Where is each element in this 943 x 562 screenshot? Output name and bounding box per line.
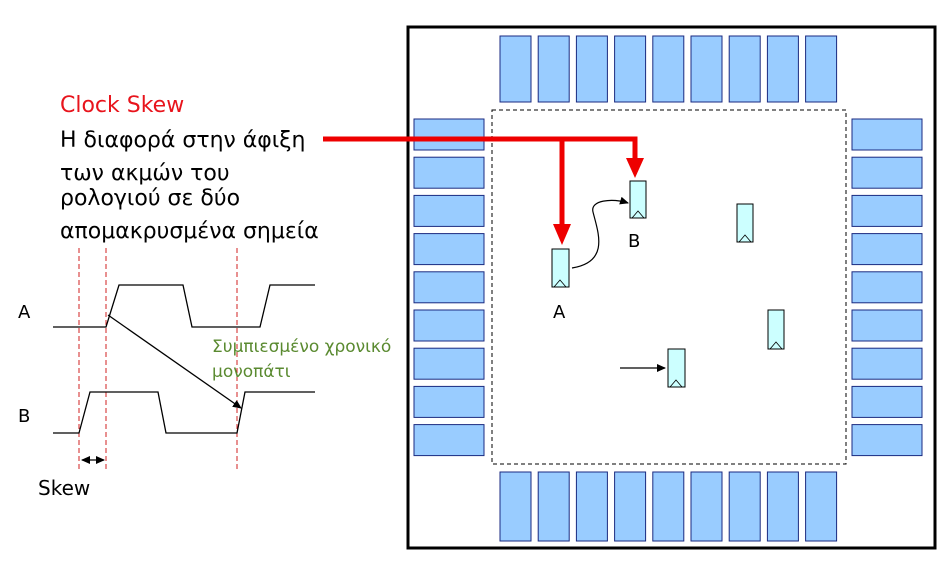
io-pad xyxy=(413,118,485,151)
io-pad xyxy=(413,271,485,304)
io-pad xyxy=(851,309,923,342)
io-pad xyxy=(413,233,485,266)
definition-line-2: των ακμών του xyxy=(60,161,230,186)
data-path-arrow xyxy=(571,196,629,269)
io-pad xyxy=(728,471,761,542)
register-a-label: A xyxy=(553,302,566,323)
io-pad xyxy=(851,118,923,151)
io-pad xyxy=(575,471,608,542)
signal-b-waveform xyxy=(53,391,315,434)
io-pad xyxy=(805,35,838,103)
chip-outline xyxy=(406,25,937,550)
definition-line-1: Η διαφορά στην άφιξη xyxy=(60,128,305,153)
io-pad xyxy=(537,471,570,542)
register-b xyxy=(629,180,647,219)
io-pad xyxy=(537,35,570,103)
io-pad xyxy=(413,347,485,380)
io-pad xyxy=(614,35,647,103)
io-pad xyxy=(652,471,685,542)
io-pad xyxy=(413,385,485,418)
timing-path-arrow xyxy=(107,314,242,409)
register xyxy=(667,348,686,388)
io-pad xyxy=(728,35,761,103)
definition-line-3: ρολογιού σε δύο xyxy=(60,186,240,211)
skew-label: Skew xyxy=(38,476,90,500)
register xyxy=(736,203,754,243)
io-pad xyxy=(690,35,723,103)
io-pad xyxy=(413,309,485,342)
definition-line-4: απομακρυσμένα σημεία xyxy=(60,219,319,244)
signal-b-label: B xyxy=(18,406,30,427)
compressed-path-line-1: Συμπιεσμένο χρονικό xyxy=(212,337,391,357)
core-area xyxy=(491,109,847,465)
io-pad xyxy=(690,471,723,542)
signal-a-waveform xyxy=(53,284,315,328)
io-pad xyxy=(851,194,923,227)
compressed-path-line-2: μονοπάτι xyxy=(212,362,291,382)
io-pad xyxy=(851,156,923,189)
io-pad xyxy=(766,471,799,542)
pads-bottom xyxy=(499,471,838,542)
register-b-label: B xyxy=(628,231,640,252)
io-pad xyxy=(652,35,685,103)
io-pad xyxy=(851,385,923,418)
register xyxy=(767,309,785,350)
timing-waveform: A B Συμπιεσμένο χρονικό μονοπάτι Skew xyxy=(18,248,391,500)
io-pad xyxy=(766,35,799,103)
pads-right xyxy=(851,118,923,457)
pads-left xyxy=(413,118,485,457)
io-pad xyxy=(851,424,923,457)
io-pad xyxy=(851,347,923,380)
io-pad xyxy=(851,271,923,304)
register-a xyxy=(551,248,570,288)
chip: A B xyxy=(406,25,937,550)
io-pad xyxy=(805,471,838,542)
clock-arrowhead-a xyxy=(553,224,571,245)
io-pad xyxy=(575,35,608,103)
clock-line xyxy=(323,136,638,162)
clock-distribution xyxy=(323,136,644,245)
io-pad xyxy=(413,424,485,457)
pads-top xyxy=(499,35,838,103)
io-pad xyxy=(413,156,485,189)
io-pad xyxy=(614,471,647,542)
io-pad xyxy=(413,194,485,227)
io-pad xyxy=(499,35,532,103)
io-pad xyxy=(499,471,532,542)
io-pad xyxy=(851,233,923,266)
signal-a-label: A xyxy=(18,302,31,323)
clock-skew-title: Clock Skew xyxy=(60,93,184,118)
clock-arrowhead-b xyxy=(626,158,644,178)
